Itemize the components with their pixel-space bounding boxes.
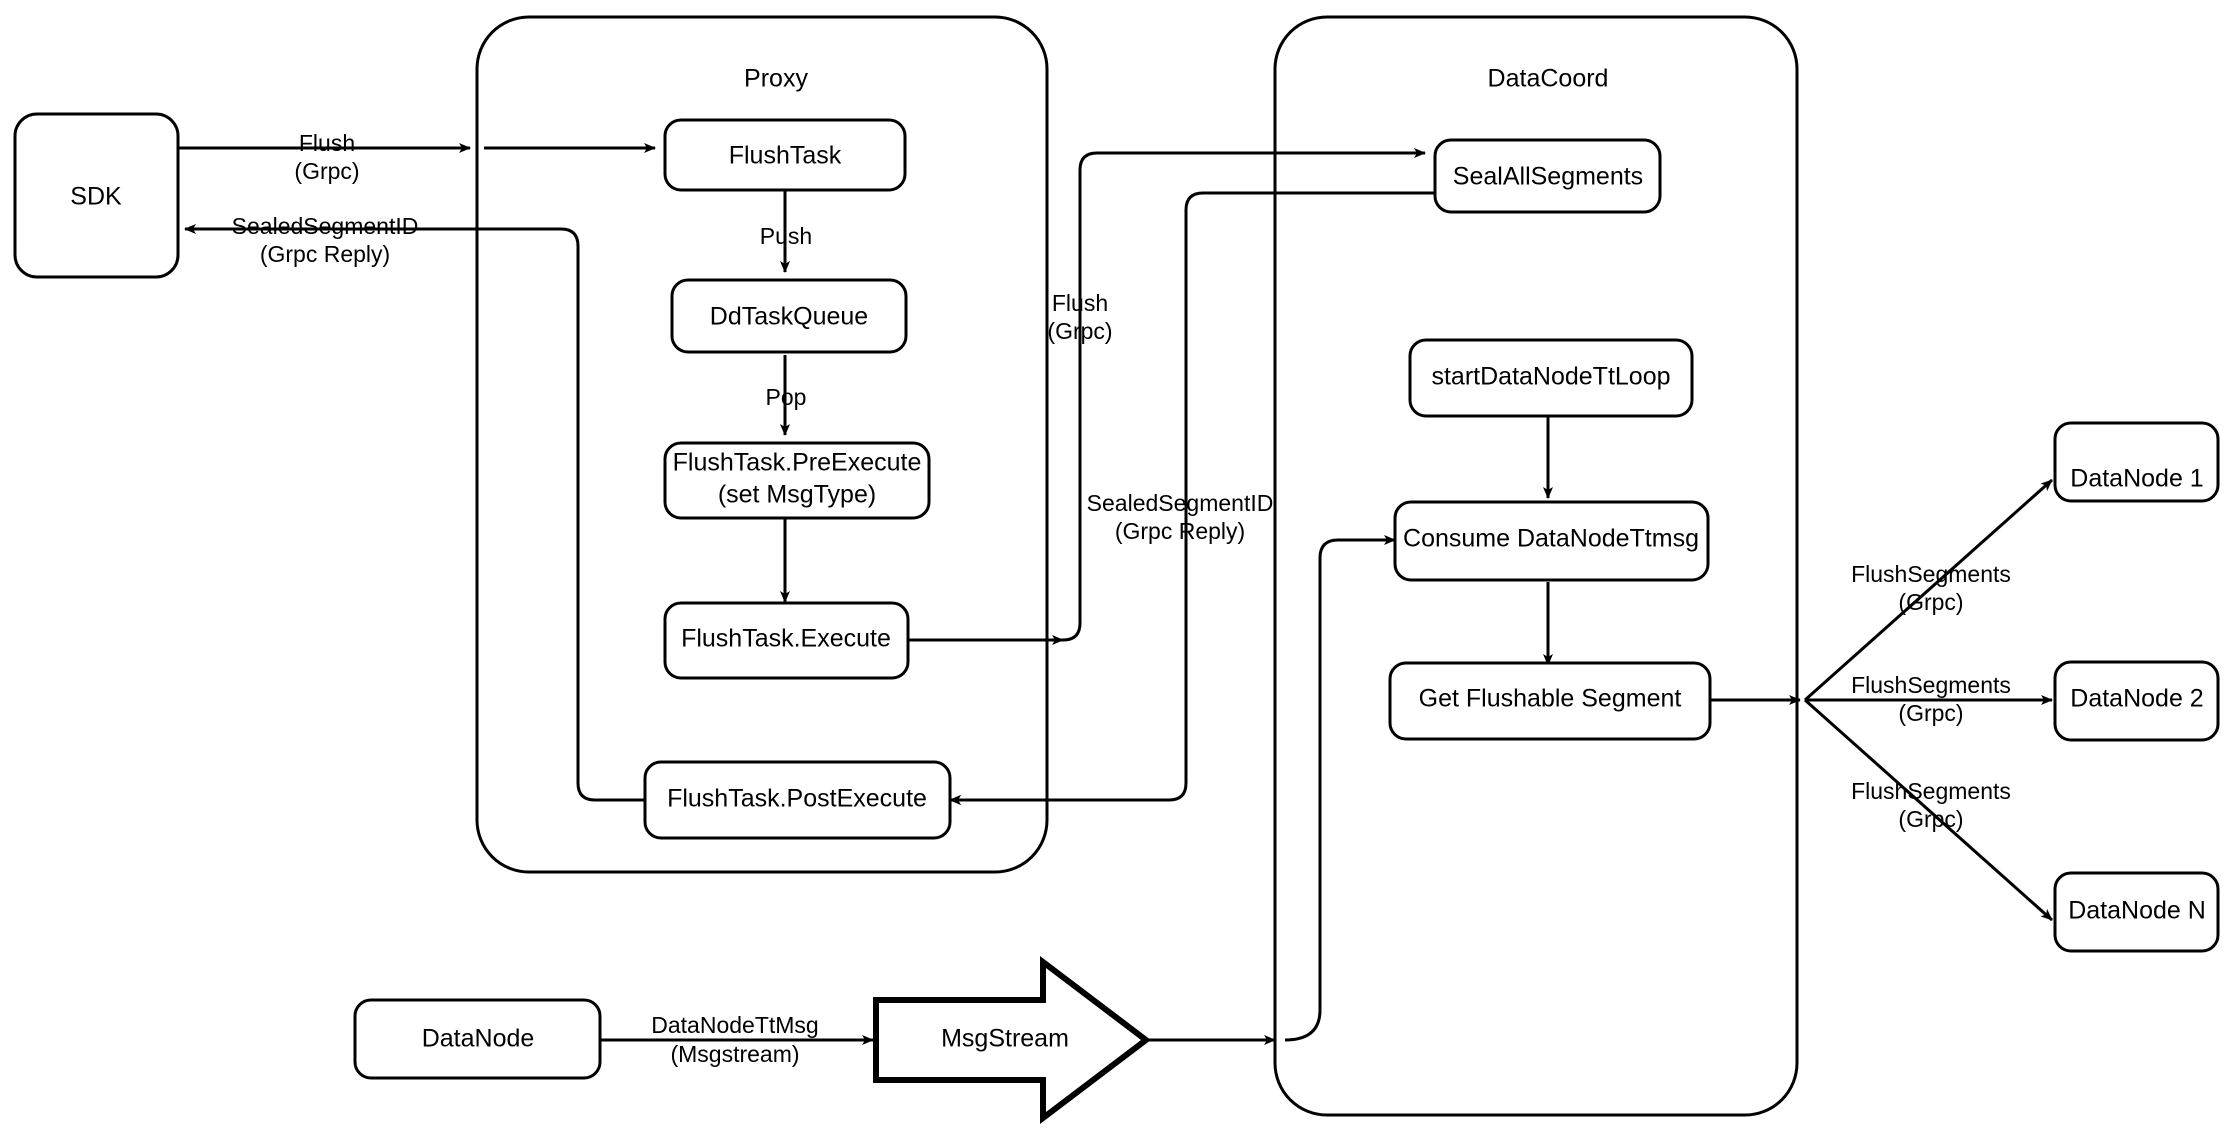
datanode-n-box[interactable] [2053, 871, 2220, 953]
edge-junction-to-datanode1 [1804, 478, 2053, 702]
node-get-flushable-segment[interactable]: Get Flushable Segment [1388, 661, 1712, 741]
edge-label-flushsegments-n: FlushSegments (Grpc) [1851, 778, 2011, 832]
node-datanode-2[interactable]: DataNode 2 [2053, 660, 2220, 742]
node-sdk[interactable]: SDK [13, 112, 180, 279]
push-label: Push [760, 223, 812, 249]
edge-label-push: Push [760, 223, 812, 249]
msgstream-arrow-shape[interactable] [873, 955, 1151, 1125]
flushsegments-1-line2: (Grpc) [1898, 589, 1963, 615]
edge-label-pop: Pop [766, 384, 807, 410]
postexecute-label: FlushTask.PostExecute [667, 785, 927, 813]
msgstream-label: MsgStream [941, 1025, 1069, 1053]
execute-label: FlushTask.Execute [681, 625, 891, 653]
flushsegments-n-line1: FlushSegments [1851, 778, 2011, 804]
edge-datacoord-to-consume [1284, 535, 1396, 1042]
flush-grpc-proxy-line2: (Grpc) [1047, 318, 1112, 344]
edge-sealallsegments-to-postexecute [949, 191, 1435, 805]
pop-label: Pop [766, 384, 807, 410]
node-datanode-bottom[interactable]: DataNode [353, 998, 602, 1080]
datanodettmsg-line2: (Msgstream) [670, 1041, 799, 1067]
get-flushable-segment-label: Get Flushable Segment [1419, 685, 1682, 713]
node-flushtask-preexecute[interactable]: FlushTask.PreExecute (set MsgType) [663, 441, 931, 520]
flush-grpc-proxy-line1: Flush [1052, 290, 1108, 316]
consume-datanodettmsg-box[interactable] [1393, 500, 1710, 582]
node-flushtask-postexecute[interactable]: FlushTask.PostExecute [643, 760, 952, 840]
flushsegments-2-line2: (Grpc) [1898, 700, 1963, 726]
datanode-bottom-label: DataNode [422, 1025, 535, 1053]
datanodettmsg-line1: DataNodeTtMsg [651, 1012, 818, 1038]
container-datacoord: DataCoord [1273, 15, 1799, 1117]
flush-grpc-sdk-line2: (Grpc) [294, 158, 359, 184]
node-datanode-n[interactable]: DataNode N [2053, 871, 2220, 953]
edge-junction-to-datanodeN [1804, 698, 2053, 922]
node-consume-datanodettmsg[interactable]: Consume DataNodeTtmsg [1393, 500, 1710, 582]
ddtaskqueue-label: DdTaskQueue [710, 303, 868, 331]
datanode-n-label: DataNode N [2068, 897, 2206, 925]
datanode-bottom-box[interactable] [353, 998, 602, 1080]
node-flushtask[interactable]: FlushTask [663, 118, 907, 192]
sealed-reply-proxy-line2: (Grpc Reply) [1115, 518, 1245, 544]
flushtask-box[interactable] [663, 118, 907, 192]
preexecute-label-line2: (set MsgType) [718, 481, 876, 509]
flushsegments-2-line1: FlushSegments [1851, 672, 2011, 698]
consume-datanodettmsg-label: Consume DataNodeTtmsg [1403, 525, 1699, 553]
datacoord-container-outline [1273, 15, 1799, 1117]
container-proxy: Proxy [475, 15, 1049, 874]
sealed-reply-sdk-line1: SealedSegmentID [232, 213, 419, 239]
preexecute-label-line1: FlushTask.PreExecute [673, 449, 922, 477]
postexecute-box[interactable] [643, 760, 952, 840]
flushtask-label: FlushTask [729, 142, 842, 170]
edge-postexecute-to-reply [484, 227, 645, 802]
sdk-box[interactable] [13, 112, 180, 279]
startdatanodettloop-box[interactable] [1408, 338, 1694, 418]
edge-label-flush-grpc-proxy: Flush (Grpc) [1047, 290, 1112, 344]
get-flushable-segment-box[interactable] [1388, 661, 1712, 741]
flushsegments-n-line2: (Grpc) [1898, 806, 1963, 832]
startdatanodettloop-label: startDataNodeTtLoop [1431, 363, 1670, 391]
edge-label-datanodettmsg: DataNodeTtMsg (Msgstream) [651, 1012, 818, 1067]
datanode-1-box[interactable] [2053, 421, 2220, 503]
proxy-container-label: Proxy [744, 65, 808, 93]
node-flushtask-execute[interactable]: FlushTask.Execute [663, 601, 910, 680]
node-ddtaskqueue[interactable]: DdTaskQueue [670, 278, 908, 354]
flush-grpc-sdk-line1: Flush [299, 130, 355, 156]
sealallsegments-box[interactable] [1433, 138, 1662, 214]
edge-label-flush-grpc-sdk: Flush (Grpc) [294, 130, 359, 184]
node-sealallsegments[interactable]: SealAllSegments [1433, 138, 1662, 214]
proxy-container-outline [475, 15, 1049, 874]
edge-label-flushsegments-1: FlushSegments (Grpc) [1851, 561, 2011, 615]
datanode-1-label: DataNode 1 [2070, 465, 2203, 493]
preexecute-box[interactable] [663, 441, 931, 520]
sdk-label: SDK [70, 183, 122, 211]
edge-label-sealed-reply-proxy: SealedSegmentID (Grpc Reply) [1087, 490, 1274, 544]
edge-label-flushsegments-2: FlushSegments (Grpc) [1851, 672, 2011, 726]
sealed-reply-proxy-line1: SealedSegmentID [1087, 490, 1274, 516]
node-datanode-1[interactable]: DataNode 1 [2053, 421, 2220, 503]
execute-box[interactable] [663, 601, 910, 680]
edge-flush-riser-to-sealallsegments [1062, 148, 1426, 642]
sealallsegments-label: SealAllSegments [1453, 163, 1643, 191]
datanode-2-box[interactable] [2053, 660, 2220, 742]
flushsegments-1-line1: FlushSegments [1851, 561, 2011, 587]
node-msgstream[interactable]: MsgStream [873, 955, 1151, 1125]
node-startdatanodettloop[interactable]: startDataNodeTtLoop [1408, 338, 1694, 418]
datanode-2-label: DataNode 2 [2070, 685, 2203, 713]
edge-label-sealed-reply-sdk: SealedSegmentID (Grpc Reply) [232, 213, 419, 267]
ddtaskqueue-box[interactable] [670, 278, 908, 354]
datacoord-container-label: DataCoord [1488, 65, 1609, 93]
sealed-reply-sdk-line2: (Grpc Reply) [260, 241, 390, 267]
